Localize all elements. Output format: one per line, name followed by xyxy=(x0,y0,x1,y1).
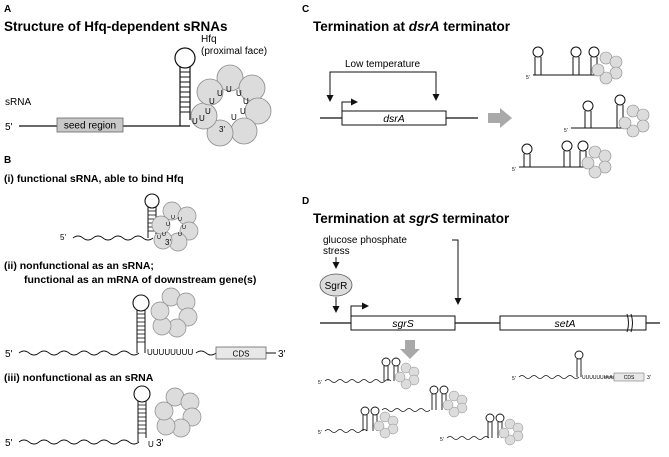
svg-text:U: U xyxy=(231,113,237,122)
svg-text:3': 3' xyxy=(647,375,651,381)
panel-c-condition-label: Low temperature xyxy=(345,59,420,70)
svg-text:U: U xyxy=(157,235,161,241)
panel-d-title: Termination at sgrS terminator xyxy=(313,211,510,226)
svg-text:U: U xyxy=(209,97,215,106)
panel-d-result-arrow xyxy=(400,340,420,359)
panel-c-gene-label: dsrA xyxy=(383,113,405,125)
panel-b-iii-u: U xyxy=(148,440,154,449)
panel-a-u-tail: U U U U U U U U U U 3' xyxy=(192,85,249,134)
panel-b-case-i: (i) functional sRNA, able to bind Hfq xyxy=(4,173,184,185)
panel-d-sgrs-box xyxy=(350,315,456,331)
panel-a-3prime: 3' xyxy=(219,125,225,134)
panel-b-ii-5prime: 5' xyxy=(5,349,13,360)
svg-text:5': 5' xyxy=(564,128,568,134)
panel-d-stress-line2: stress xyxy=(323,246,350,257)
panel-b-ii-rna xyxy=(18,350,140,356)
panel-b-case-ii-line1: (ii) nonfunctional as an sRNA; xyxy=(4,260,154,272)
panel-b-ii-poly-u: UUUUUUUU xyxy=(147,348,193,357)
panel-b-letter: B xyxy=(4,155,11,166)
panel-d-transcript-2: 5' UUUUUUUUU CDS 3' xyxy=(512,350,651,382)
svg-text:U: U xyxy=(236,89,242,98)
panel-c-transcript-3: 5' xyxy=(512,140,612,179)
panel-a-seed-label: seed region xyxy=(64,121,116,132)
panel-a-5prime: 5' xyxy=(5,122,13,133)
svg-text:5': 5' xyxy=(512,376,516,382)
svg-text:U: U xyxy=(171,215,175,221)
panel-c-transcript-2: 5' xyxy=(564,94,650,138)
panel-b-iii-3prime: 3' xyxy=(156,438,164,449)
panel-c-result-arrow xyxy=(488,108,512,128)
svg-text:U: U xyxy=(226,85,232,94)
panel-d-transcript-4: 5' xyxy=(318,406,399,439)
panel-a-hfq-label: Hfq xyxy=(201,34,217,45)
panel-c-letter: C xyxy=(302,4,309,15)
panel-a-title: Structure of Hfq-dependent sRNAs xyxy=(4,19,228,34)
panel-b-ii-free-hfq xyxy=(150,287,198,338)
svg-text:U: U xyxy=(205,107,211,116)
panel-a-seed-box xyxy=(56,117,124,133)
panel-b-iii-free-hfq xyxy=(154,387,202,438)
panel-d-transcript-1: 5' xyxy=(318,357,420,390)
panel-c-gene-box xyxy=(341,110,447,126)
panel-d-letter: D xyxy=(302,196,309,207)
svg-text:U: U xyxy=(166,222,170,228)
panel-d-break-mark xyxy=(626,313,633,333)
svg-text:U: U xyxy=(178,217,182,223)
panel-b-i-5prime: 5' xyxy=(60,233,66,242)
panel-b-i-3prime: 3' xyxy=(165,238,171,247)
panel-d-stress-line1: glucose phosphate xyxy=(323,235,407,246)
svg-text:U: U xyxy=(217,89,223,98)
panel-b-i-rna xyxy=(72,235,154,241)
svg-text:U: U xyxy=(182,225,186,231)
panel-a-hfq-sublabel: (proximal face) xyxy=(201,46,267,57)
panel-d-stress-arrow-right xyxy=(452,239,462,305)
panel-b-iii-hairpin xyxy=(133,385,151,442)
panel-b-ii-cds-label: CDS xyxy=(233,350,250,359)
panel-c-transcript-1: 5' xyxy=(526,46,623,85)
svg-text:5': 5' xyxy=(440,437,444,443)
panel-b-case-ii-line2: functional as an mRNA of downstream gene… xyxy=(24,274,256,286)
svg-text:U: U xyxy=(178,232,182,238)
panel-a-srna-label: sRNA xyxy=(5,97,31,108)
panel-d-sgrs-label: sgrS xyxy=(392,318,414,330)
panel-b-ii-3prime: 3' xyxy=(278,349,286,360)
panel-c-title: Termination at dsrA terminator xyxy=(313,19,511,34)
svg-text:UUUUUUUUU: UUUUUUUUU xyxy=(582,375,615,381)
svg-text:5': 5' xyxy=(512,167,516,173)
svg-text:5': 5' xyxy=(318,430,322,436)
panel-d-seta-box xyxy=(499,315,647,331)
panel-b-ii-hairpin xyxy=(132,294,150,353)
svg-text:U: U xyxy=(192,117,198,126)
panel-b-i-hfq-ring xyxy=(151,201,199,252)
svg-text:CDS: CDS xyxy=(624,375,635,381)
panel-c-promoter-arrow xyxy=(341,98,358,111)
panel-c-condition-bracket xyxy=(326,71,440,102)
panel-d-promoter-arrow xyxy=(350,302,369,316)
panel-d-seta-label: setA xyxy=(554,318,575,330)
panel-d-transcript-3: 5' xyxy=(375,385,468,418)
svg-text:U: U xyxy=(162,232,166,238)
svg-text:U: U xyxy=(240,107,246,116)
svg-text:U: U xyxy=(199,114,205,123)
panel-b-iii-rna xyxy=(18,439,140,445)
panel-d-sgrr-label: SgrR xyxy=(325,281,348,292)
svg-text:U: U xyxy=(243,97,249,106)
panel-b-case-iii: (iii) nonfunctional as an sRNA xyxy=(4,372,154,384)
panel-a-hfq-ring xyxy=(190,64,272,147)
svg-text:5': 5' xyxy=(526,75,530,81)
panel-a-terminator-hairpin xyxy=(174,47,196,126)
panel-a-letter: A xyxy=(4,4,11,15)
svg-text:5': 5' xyxy=(318,380,322,386)
panel-b-iii-5prime: 5' xyxy=(5,438,13,449)
panel-d-sgrr-protein xyxy=(319,273,353,297)
panel-d-transcript-5: 5' xyxy=(440,413,524,446)
